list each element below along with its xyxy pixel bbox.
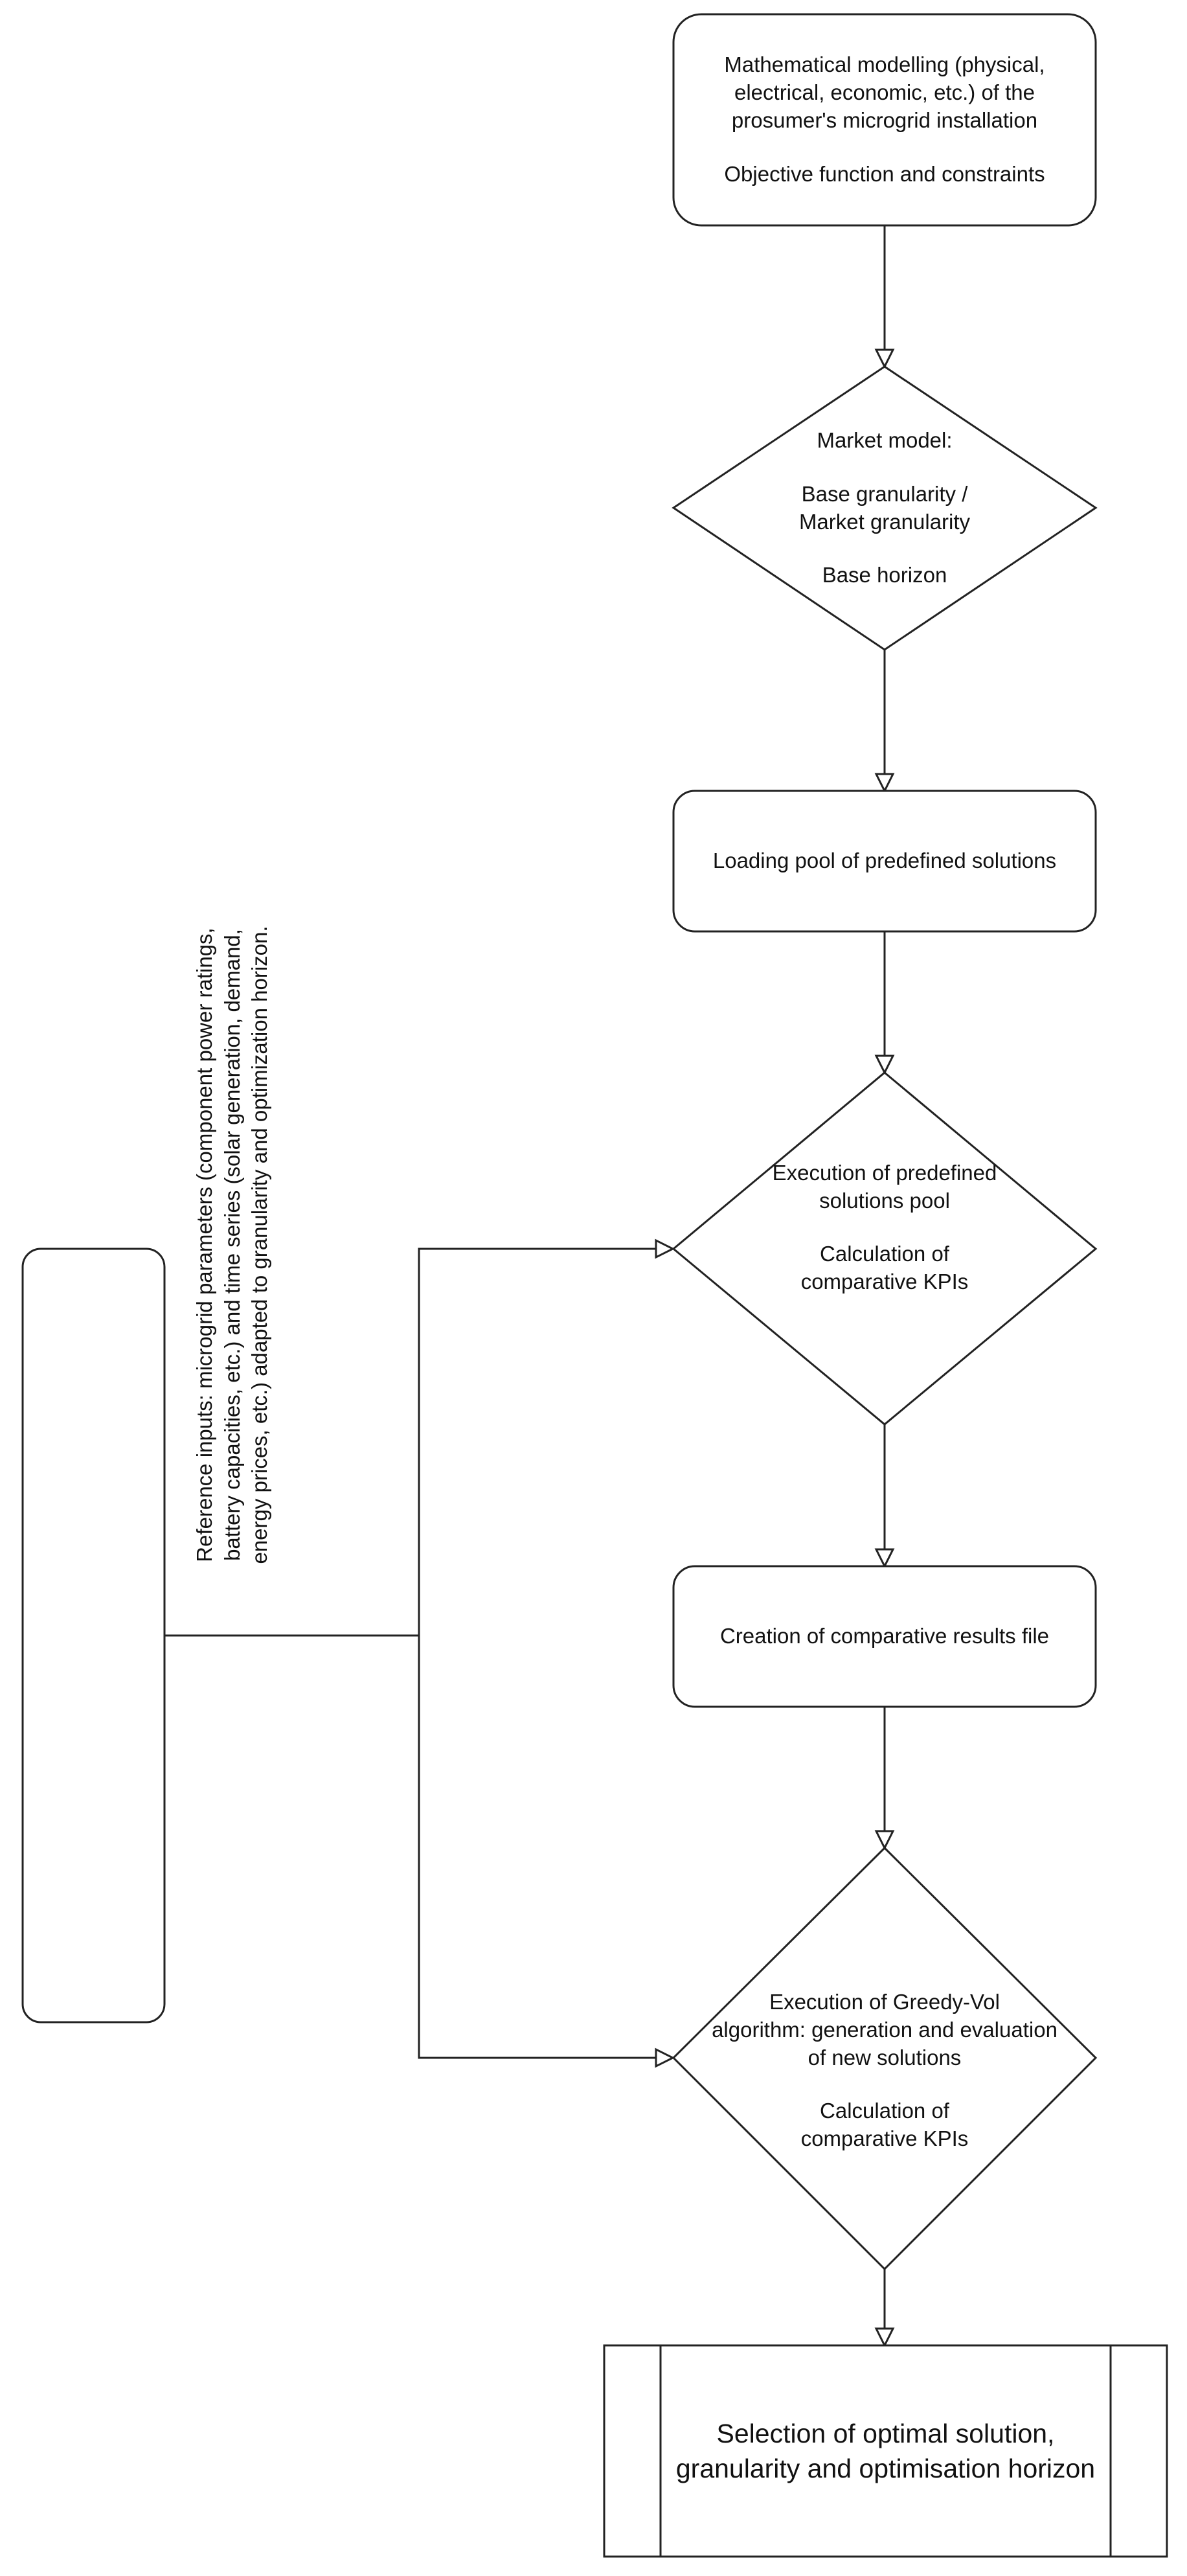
connector-branch-greedy	[418, 1636, 656, 2059]
selection-box	[603, 2344, 1168, 2558]
modelling-box	[672, 13, 1097, 227]
arrowhead-execution-left	[655, 1238, 675, 1259]
market-label: Market model: Base granularity / Market …	[798, 428, 971, 587]
market-diamond	[672, 365, 1098, 651]
loading-box	[672, 790, 1097, 933]
connectors	[164, 225, 886, 2329]
arrowheads	[655, 348, 895, 2348]
arrowhead-greedy	[874, 1830, 895, 1851]
arrowhead-creation	[874, 1548, 895, 1569]
loading-label: Loading pool of predefined solutions	[712, 849, 1057, 873]
arrowhead-greedy-left	[655, 2047, 675, 2068]
execution-pool-label: Execution of predefined solutions pool C…	[772, 1161, 997, 1294]
arrowhead-market	[874, 348, 895, 369]
arrowhead-selection	[874, 2327, 895, 2348]
reference-inputs-label: Reference inputs: microgrid parameters (…	[192, 926, 272, 1564]
arrowhead-loading	[874, 773, 895, 793]
connector-branch-execution	[418, 1248, 656, 1636]
greedy-diamond	[672, 1846, 1098, 2271]
creation-box	[672, 1565, 1097, 1708]
modelling-label: Mathematical modelling (physical, electr…	[724, 52, 1045, 186]
greedy-label: Execution of Greedy-Vol algorithm: gener…	[712, 1990, 1057, 2151]
creation-label: Creation of comparative results file	[719, 1624, 1050, 1648]
shapes	[21, 13, 1168, 2558]
reference-box	[21, 1248, 166, 2023]
execution-diamond	[672, 1071, 1098, 1426]
arrowhead-execution	[874, 1054, 895, 1075]
selection-label: Selection of optimal solution, granulari…	[675, 2418, 1096, 2483]
